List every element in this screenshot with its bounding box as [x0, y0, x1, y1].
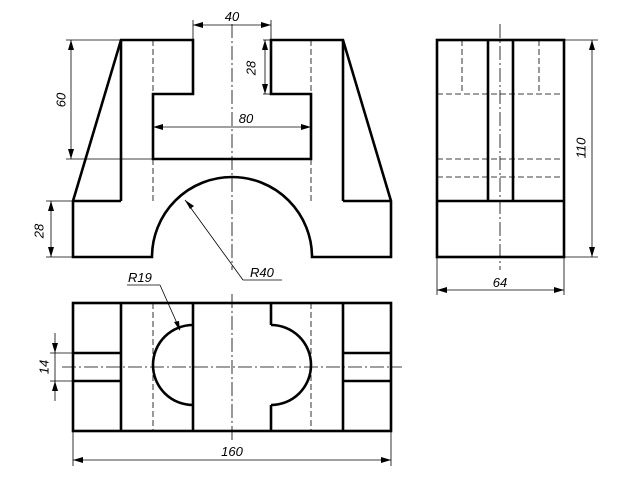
dimension-total-length: 160 — [72, 431, 392, 466]
dimension-top-width: 40 — [192, 9, 272, 40]
dimension-label: R19 — [128, 270, 152, 285]
dimension-label: 28 — [31, 223, 46, 239]
dimension-label: 14 — [36, 360, 51, 374]
side-view — [435, 24, 566, 270]
dimension-label: 40 — [225, 9, 240, 24]
dimension-base-height: 28 — [31, 200, 73, 258]
dimension-slot-depth: 28 — [243, 39, 271, 95]
dimension-upper-height: 60 — [53, 39, 153, 160]
top-right-cutout-arc — [270, 323, 313, 407]
front-view — [71, 24, 393, 270]
dimension-label: 80 — [239, 111, 254, 126]
front-view-outline — [71, 38, 393, 259]
dimension-inner-width: 80 — [153, 111, 311, 130]
top-view — [62, 294, 402, 440]
dimension-label: 64 — [493, 275, 507, 290]
dimension-label: R40 — [250, 265, 275, 280]
top-left-cutout-arc — [151, 323, 194, 407]
dimension-arch-radius: R40 — [184, 199, 282, 281]
side-view-outline — [435, 38, 566, 259]
dimension-label: 60 — [53, 92, 68, 107]
dimension-side-width: 64 — [436, 257, 565, 295]
dimension-label: 28 — [243, 60, 258, 76]
dimension-label: 110 — [573, 137, 588, 158]
dimension-groove-width: 14 — [36, 333, 73, 401]
dimension-label: 160 — [221, 444, 243, 459]
dimension-total-height: 110 — [564, 39, 598, 258]
dimension-cut-radius: R19 — [127, 270, 181, 331]
